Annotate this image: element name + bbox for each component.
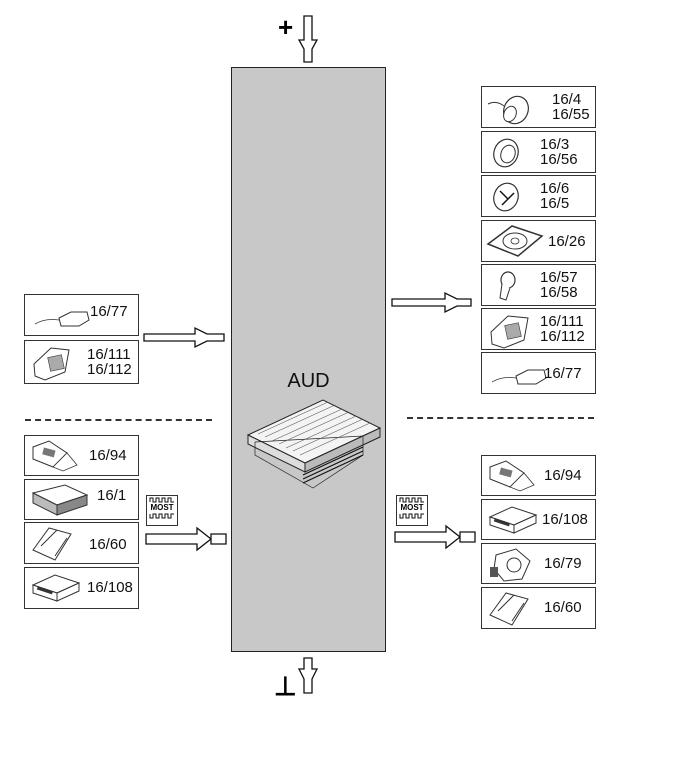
speaker-icon	[493, 138, 519, 168]
signal-wave-icon	[399, 497, 424, 503]
right-output-card[interactable]: 16/57 16/58	[481, 264, 596, 306]
head-unit-icon	[489, 460, 535, 492]
bracket-module-icon	[489, 592, 529, 626]
left-most-card[interactable]: 16/60	[24, 522, 139, 564]
part-number: 16/26	[548, 233, 586, 250]
right-most-card[interactable]: 16/94	[481, 455, 596, 496]
part-number: 16/108	[87, 579, 133, 596]
switch-panel-icon	[33, 347, 70, 381]
most-bus-badge: MOST	[146, 495, 178, 526]
right-output-card[interactable]: 16/111 16/112	[481, 308, 596, 350]
part-number: 16/58	[540, 284, 578, 301]
part-number: 16/5	[540, 195, 570, 212]
part-number: 16/79	[544, 555, 582, 572]
right-output-card[interactable]: 16/4 16/55	[481, 86, 596, 128]
separator-line	[407, 417, 594, 419]
part-number: 16/111	[87, 346, 131, 363]
part-number: 16/56	[540, 151, 578, 168]
part-number: 16/77	[544, 365, 582, 382]
left-input-card[interactable]: 16/77	[24, 294, 139, 336]
part-number: 16/111	[540, 313, 584, 330]
sensor-cable-icon	[491, 369, 547, 385]
signal-wave-icon	[399, 513, 424, 519]
right-output-card[interactable]: 16/77	[481, 352, 596, 394]
input-arrow-icon	[143, 326, 225, 349]
sensor-cable-icon	[34, 311, 90, 327]
left-most-card[interactable]: 16/94	[24, 435, 139, 476]
speaker-coax-icon	[487, 95, 529, 125]
plus-symbol: +	[278, 12, 294, 42]
power-supply-arrow-icon	[297, 15, 319, 63]
switch-panel-icon	[490, 315, 529, 349]
part-number: 16/60	[544, 599, 582, 616]
ground-symbol: ⊥	[274, 671, 297, 701]
subwoofer-panel-icon	[486, 225, 544, 257]
cd-changer-icon	[490, 548, 531, 582]
part-number: 16/57	[540, 269, 578, 286]
part-number: 16/112	[540, 328, 585, 345]
part-number: 16/6	[540, 180, 570, 197]
most-arrow-icon	[145, 526, 227, 552]
part-number: 16/94	[544, 467, 582, 484]
bracket-module-icon	[32, 527, 72, 561]
amplifier-icon	[246, 399, 382, 489]
most-label: MOST	[150, 503, 174, 512]
aud-module-box	[231, 67, 386, 652]
part-number: 16/4	[552, 91, 582, 108]
right-output-card[interactable]: 16/26	[481, 220, 596, 262]
most-arrow-icon	[394, 524, 476, 550]
part-number: 16/55	[552, 106, 590, 123]
module-box-icon	[488, 506, 538, 534]
most-label: MOST	[400, 503, 424, 512]
part-number: 16/60	[89, 536, 127, 553]
left-most-card[interactable]: 16/1	[24, 479, 139, 520]
part-number: 16/3	[540, 136, 570, 153]
signal-wave-icon	[149, 497, 174, 503]
most-bus-badge: MOST	[396, 495, 428, 526]
control-unit-icon	[31, 484, 89, 516]
left-most-card[interactable]: 16/108	[24, 567, 139, 609]
right-most-card[interactable]: 16/108	[481, 499, 596, 540]
left-input-card[interactable]: 16/111 16/112	[24, 340, 139, 384]
ground-arrow-icon	[297, 657, 319, 694]
aud-label: AUD	[287, 370, 330, 392]
signal-wave-icon	[149, 513, 174, 519]
right-most-card[interactable]: 16/79	[481, 543, 596, 584]
separator-line	[25, 419, 212, 421]
part-number: 16/108	[542, 511, 588, 528]
right-output-card[interactable]: 16/3 16/56	[481, 131, 596, 173]
right-most-card[interactable]: 16/60	[481, 587, 596, 629]
part-number: 16/77	[90, 303, 128, 320]
module-box-icon	[31, 574, 81, 602]
woofer-icon	[493, 182, 519, 212]
part-number: 16/94	[89, 447, 127, 464]
part-number: 16/1	[97, 487, 127, 504]
tweeter-icon	[499, 271, 516, 301]
part-number: 16/112	[87, 361, 132, 378]
head-unit-icon	[32, 440, 78, 472]
output-arrow-icon	[391, 291, 472, 314]
right-output-card[interactable]: 16/6 16/5	[481, 175, 596, 217]
